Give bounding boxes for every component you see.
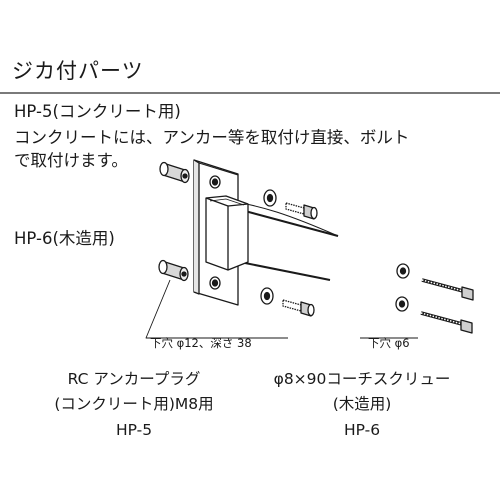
bolt-lower xyxy=(282,299,315,317)
hp6-caption-code: HP-6 xyxy=(343,421,381,439)
heading-divider xyxy=(0,92,500,94)
hp6-caption-line1: φ8×90コーチスクリュー xyxy=(273,370,451,388)
drill-hole-label-hp6: 下穴 φ6 xyxy=(368,336,410,350)
hp5-description-line2: で取付けます。 xyxy=(14,151,128,170)
washer-screw-lower xyxy=(395,296,409,312)
hp5-title: HP-5(コンクリート用) xyxy=(14,102,181,121)
anchor-plug-lower xyxy=(158,259,189,282)
section-heading: ジカ付パーツ xyxy=(12,59,144,83)
washer-screw-upper xyxy=(396,263,410,279)
hp5-caption-code: HP-5 xyxy=(115,421,153,439)
hp5-caption-line2: (コンクリート用)M8用 xyxy=(54,395,214,413)
bracket-arm xyxy=(205,195,249,271)
drill-hole-label-hp5: 下穴 φ12、深さ 38 xyxy=(150,336,252,350)
coach-screw-upper xyxy=(421,278,474,301)
hp6-caption-line2: (木造用) xyxy=(332,395,392,413)
mounting-diagram xyxy=(145,159,474,339)
hp5-description-line1: コンクリートには、アンカー等を取付け直接、ボルト xyxy=(14,128,410,147)
washer-upper xyxy=(263,189,277,207)
leader-line-left xyxy=(145,279,288,339)
anchor-plug-upper xyxy=(159,161,190,184)
hp6-title: HP-6(木造用) xyxy=(14,229,115,248)
washer-lower xyxy=(260,287,274,305)
coach-screw-lower xyxy=(420,311,473,334)
bolt-upper xyxy=(285,202,318,220)
hp5-caption-line1: RC アンカープラグ xyxy=(67,370,201,388)
